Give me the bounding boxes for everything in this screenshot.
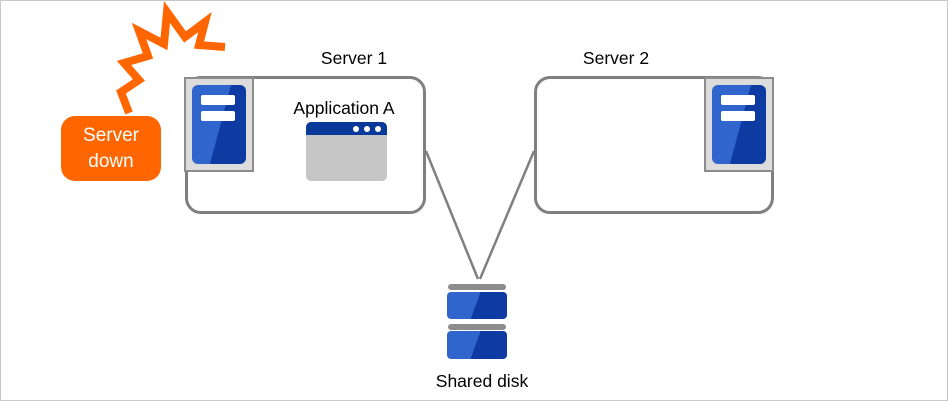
server-slot-bar bbox=[721, 95, 755, 105]
server-tower-icon bbox=[712, 85, 766, 164]
app-window-titlebar bbox=[306, 122, 387, 135]
connection-line-server1-disk bbox=[424, 150, 480, 280]
server2-label: Server 2 bbox=[582, 48, 650, 68]
connection-line-server2-disk bbox=[478, 150, 536, 280]
server-tower-icon bbox=[192, 85, 246, 164]
server-slot-bar bbox=[721, 111, 755, 121]
application-label: Application A bbox=[293, 98, 395, 118]
window-dot-icon bbox=[353, 125, 359, 132]
server1-server-icon bbox=[184, 77, 254, 172]
server-down-badge: Server down bbox=[61, 116, 161, 181]
disk-top-bar bbox=[448, 324, 506, 330]
disk-top-bar bbox=[448, 284, 506, 290]
server2-server-icon bbox=[704, 77, 774, 172]
shared-disk-label: Shared disk bbox=[435, 371, 529, 391]
disk-platter bbox=[447, 292, 507, 319]
window-dot-icon bbox=[375, 125, 381, 132]
lightning-crash-icon bbox=[116, 1, 226, 115]
server-slot-bar bbox=[201, 111, 235, 121]
app-window-icon bbox=[306, 122, 387, 181]
server-slot-bar bbox=[201, 95, 235, 105]
disk-platter bbox=[447, 331, 507, 359]
window-dot-icon bbox=[364, 125, 370, 132]
shared-disk-icon bbox=[447, 284, 507, 360]
server1-label: Server 1 bbox=[320, 48, 388, 68]
